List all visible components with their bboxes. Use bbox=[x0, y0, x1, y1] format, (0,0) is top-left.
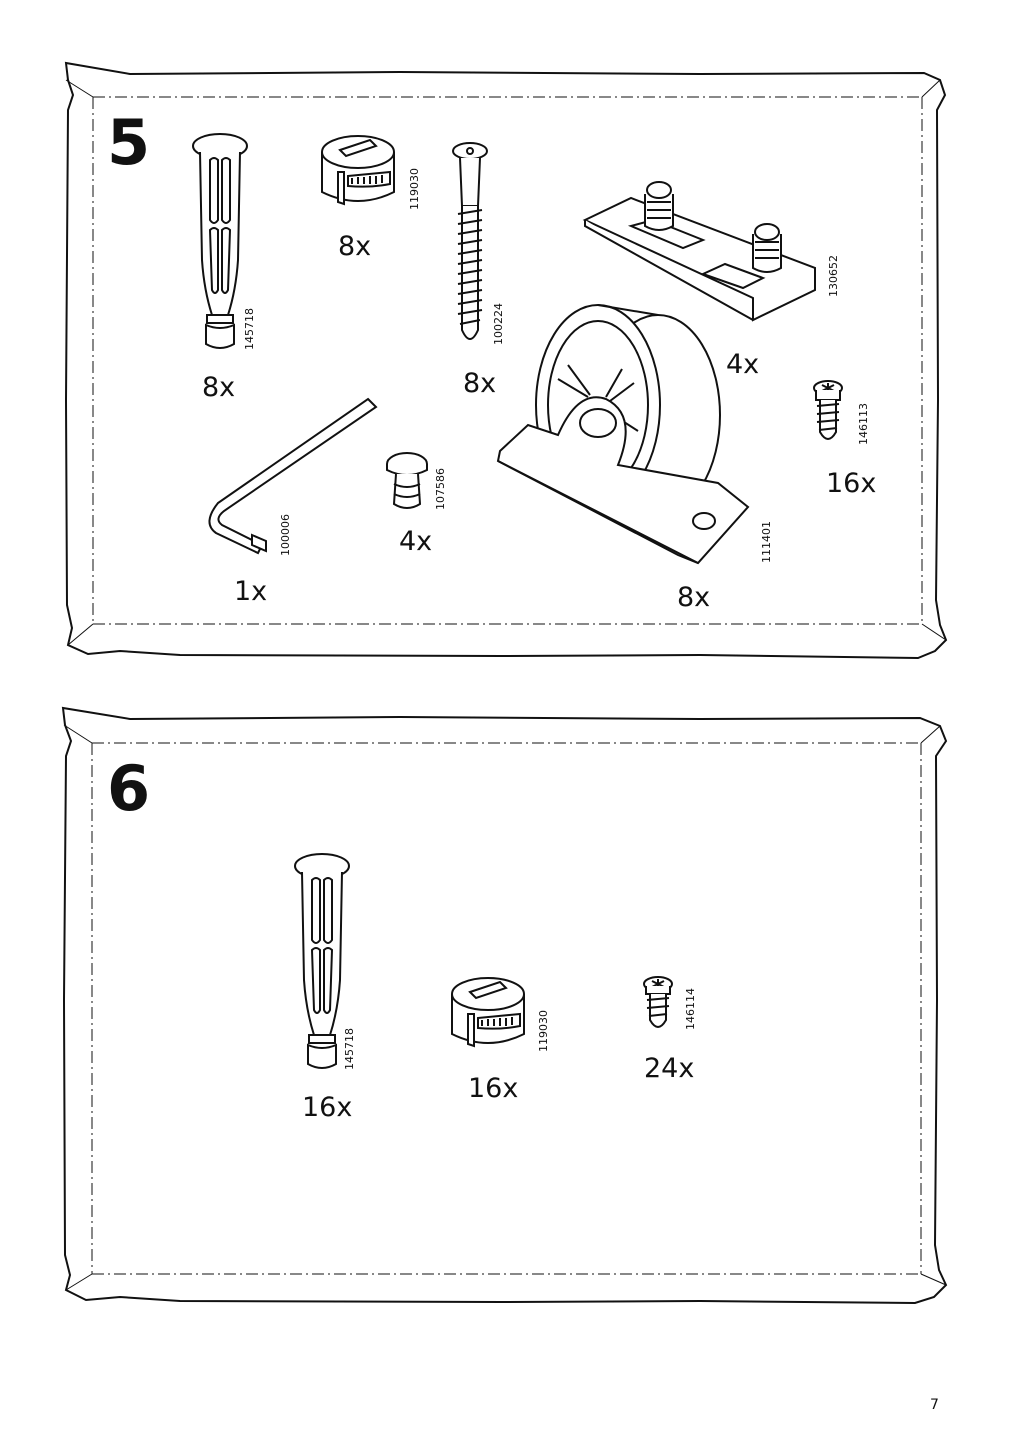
part-code-145718: 145718 bbox=[243, 308, 256, 350]
part-quantity-107586: 4x bbox=[399, 526, 433, 557]
part-quantity-146114: 24x bbox=[644, 1053, 695, 1084]
part-quantity-145718: 8x bbox=[202, 372, 236, 403]
wooden-dowel-icon bbox=[192, 133, 248, 349]
part-quantity-100006: 1x bbox=[234, 576, 268, 607]
part-quantity-119030: 16x bbox=[468, 1073, 519, 1104]
part-code-130652: 130652 bbox=[827, 255, 840, 297]
wooden-dowel-icon bbox=[294, 853, 350, 1069]
part-code-119030: 119030 bbox=[537, 1010, 550, 1052]
part-code-100006: 100006 bbox=[279, 514, 292, 556]
part-quantity-146113: 16x bbox=[826, 468, 877, 499]
long-screw-icon bbox=[452, 142, 488, 340]
page-number: 7 bbox=[930, 1397, 939, 1413]
allen-key-icon bbox=[208, 397, 378, 555]
part-quantity-111401: 8x bbox=[677, 582, 711, 613]
small-screw-icon bbox=[813, 380, 843, 440]
part-code-145718: 145718 bbox=[343, 1028, 356, 1070]
cam-lock-icon bbox=[321, 135, 395, 206]
step-6-number: 6 bbox=[107, 752, 151, 825]
small-screw-icon bbox=[643, 976, 673, 1028]
plastic-plug-icon bbox=[386, 452, 428, 509]
caster-wheel-icon bbox=[496, 304, 750, 565]
part-code-119030: 119030 bbox=[408, 168, 421, 210]
part-code-107586: 107586 bbox=[434, 468, 447, 510]
part-quantity-145718: 16x bbox=[302, 1092, 353, 1123]
part-code-146113: 146113 bbox=[857, 403, 870, 445]
part-quantity-130652: 4x bbox=[726, 349, 760, 380]
part-code-111401: 111401 bbox=[760, 521, 773, 563]
part-quantity-100224: 8x bbox=[463, 368, 497, 399]
guide-rail-icon bbox=[582, 181, 816, 322]
part-quantity-119030: 8x bbox=[338, 231, 372, 262]
step-5-frame bbox=[64, 61, 948, 660]
step-5-number: 5 bbox=[107, 106, 151, 179]
part-code-146114: 146114 bbox=[684, 988, 697, 1030]
cam-lock-icon bbox=[451, 977, 525, 1048]
step-6-frame bbox=[61, 706, 948, 1305]
